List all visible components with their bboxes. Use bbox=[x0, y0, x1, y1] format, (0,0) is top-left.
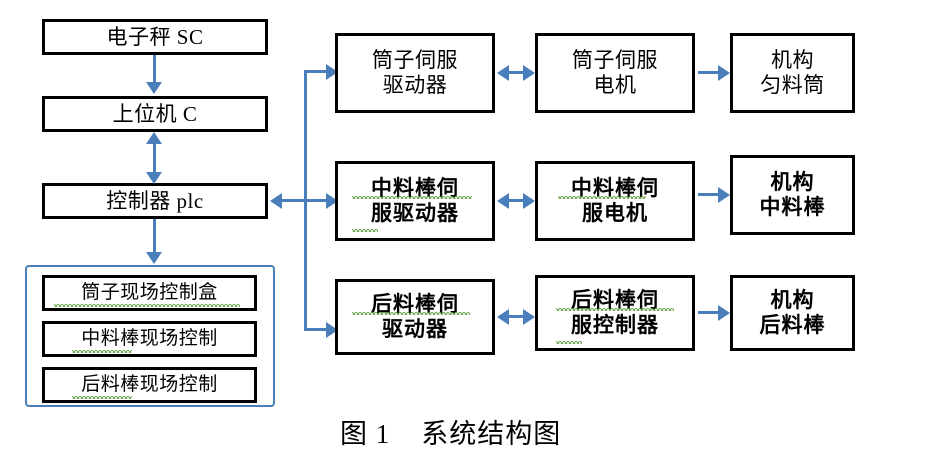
node-label-line1: 筒子伺服 bbox=[572, 48, 658, 73]
node-tube-mechanism[interactable]: 机构 匀料筒 bbox=[730, 33, 855, 113]
connector-row3-controller-mechanism bbox=[698, 311, 722, 314]
spellcheck-underline bbox=[558, 196, 646, 199]
connector-row3-driver-controller bbox=[505, 315, 527, 318]
node-label-line2: 匀料筒 bbox=[760, 73, 825, 97]
node-rear-rod-mechanism[interactable]: 机构 后料棒 bbox=[730, 275, 855, 351]
arrowhead-right bbox=[718, 65, 730, 81]
node-label-line2: 服驱动器 bbox=[371, 201, 459, 225]
arrowhead-down bbox=[146, 252, 162, 264]
spellcheck-underline bbox=[556, 341, 582, 344]
node-label-line1: 机构 bbox=[771, 48, 814, 73]
node-label: 中料棒现场控制 bbox=[81, 327, 218, 349]
arrowhead-right bbox=[718, 305, 730, 321]
node-label: 上位机 C bbox=[112, 101, 198, 126]
spellcheck-underline bbox=[352, 312, 470, 315]
spellcheck-underline bbox=[72, 350, 132, 353]
arrowhead-down bbox=[146, 172, 162, 184]
figure-caption: 图 1 系统结构图 bbox=[340, 419, 562, 449]
node-rear-rod-field-control[interactable]: 后料棒现场控制 bbox=[42, 367, 257, 403]
node-label: 后料棒现场控制 bbox=[81, 373, 218, 395]
spellcheck-underline bbox=[54, 304, 240, 307]
connector-row1-motor-mechanism bbox=[698, 71, 722, 74]
node-host-computer[interactable]: 上位机 C bbox=[42, 96, 268, 132]
arrowhead-left bbox=[497, 309, 509, 325]
bus-branch-row2 bbox=[304, 199, 338, 202]
arrowhead-up bbox=[146, 132, 162, 144]
node-rear-rod-servo-controller[interactable]: 后料棒伺 服控制器 bbox=[535, 275, 695, 351]
node-tube-servo-driver[interactable]: 筒子伺服 驱动器 bbox=[335, 33, 495, 113]
arrowhead-left bbox=[497, 65, 509, 81]
node-controller-plc[interactable]: 控制器 plc bbox=[42, 183, 268, 219]
connector-row1-driver-motor bbox=[505, 71, 527, 74]
node-label: 控制器 plc bbox=[106, 188, 204, 213]
node-label: 电子秤 SC bbox=[106, 24, 204, 49]
node-label-line2: 驱动器 bbox=[382, 317, 448, 341]
arrowhead-left bbox=[497, 193, 509, 209]
connector-host-to-controller bbox=[153, 138, 156, 180]
node-electronic-scale[interactable]: 电子秤 SC bbox=[42, 19, 268, 55]
arrowhead-right bbox=[718, 187, 730, 203]
node-middle-rod-field-control[interactable]: 中料棒现场控制 bbox=[42, 321, 257, 357]
connector-controller-to-field-group bbox=[153, 219, 156, 255]
connector-scale-to-host bbox=[153, 55, 156, 84]
bus-branch-row1 bbox=[304, 70, 338, 73]
spellcheck-underline bbox=[556, 308, 674, 311]
arrowhead-down bbox=[146, 82, 162, 94]
node-label-line2: 电机 bbox=[593, 73, 637, 97]
connector-row2-motor-mechanism bbox=[698, 193, 722, 196]
node-label: 筒子现场控制盒 bbox=[81, 281, 218, 303]
node-middle-rod-servo-driver[interactable]: 中料棒伺 服驱动器 bbox=[335, 161, 495, 241]
node-label-line1: 筒子伺服 bbox=[372, 48, 458, 73]
spellcheck-underline bbox=[72, 396, 132, 399]
node-label-line1: 机构 bbox=[770, 170, 815, 195]
arrowhead-right bbox=[523, 65, 535, 81]
bus-branch-row3 bbox=[304, 328, 338, 331]
node-rear-rod-servo-driver[interactable]: 后料棒伺 驱动器 bbox=[335, 279, 495, 355]
node-label-line2: 驱动器 bbox=[382, 73, 448, 97]
node-middle-rod-mechanism[interactable]: 机构 中料棒 bbox=[730, 155, 855, 235]
node-label-line2: 服控制器 bbox=[571, 313, 659, 337]
connector-row2-driver-motor bbox=[505, 199, 527, 202]
field-control-group-box bbox=[25, 265, 275, 407]
node-label-line1: 机构 bbox=[770, 288, 815, 313]
node-label-line2: 中料棒 bbox=[759, 195, 826, 219]
node-label-line2: 后料棒 bbox=[759, 313, 826, 337]
node-label-line2: 服电机 bbox=[582, 201, 648, 225]
spellcheck-underline bbox=[352, 229, 378, 232]
arrowhead-right bbox=[523, 193, 535, 209]
node-tube-servo-motor[interactable]: 筒子伺服 电机 bbox=[535, 33, 695, 113]
spellcheck-underline bbox=[352, 196, 472, 199]
arrowhead-right bbox=[523, 309, 535, 325]
node-middle-rod-servo-motor[interactable]: 中料棒伺 服电机 bbox=[535, 161, 695, 241]
arrowhead-left bbox=[270, 193, 282, 209]
